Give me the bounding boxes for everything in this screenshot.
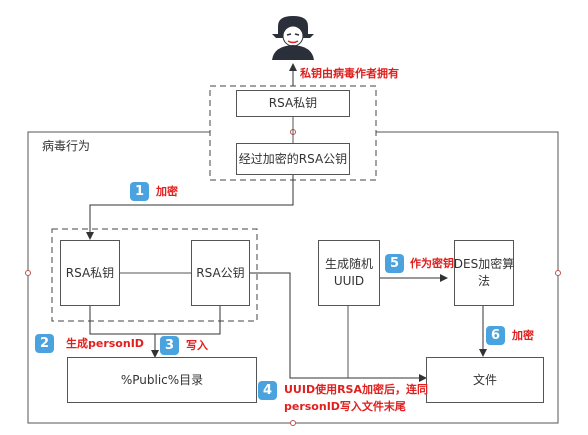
arrow-step2 [89,306,159,358]
generate-uuid-box: 生成随机 UUID [318,240,380,306]
public-directory-box: %Public%目录 [67,357,257,403]
step-badge-4: 4 [258,381,277,400]
arrow-step1 [86,175,294,240]
arrow-step3 [155,306,221,335]
des-algorithm-box: DES加密算 法 [454,240,514,306]
step-badge-6: 6 [486,326,505,345]
rsa-public-key-box: RSA公钥 [191,240,250,306]
private-key-owner-label: 私钥由病毒作者拥有 [300,67,399,80]
step-label-2: 生成personID [66,337,144,350]
key-pair-dashed-group-local [51,228,258,322]
rsa-private-key-top-box: RSA私钥 [236,90,350,117]
arrow-rsa-public-to-file [250,272,427,382]
frame-dot-right [555,270,561,276]
encrypted-rsa-public-key-box: 经过加密的RSA公钥 [236,143,350,175]
frame-dot-left [25,270,31,276]
step-label-3: 写入 [186,339,208,352]
step-badge-1: 1 [130,182,149,201]
step-badge-5: 5 [385,254,404,273]
step-label-5: 作为密钥 [410,257,454,270]
hacker-mask-icon [272,16,314,60]
step-label-6: 加密 [512,329,534,342]
virus-behavior-label: 病毒行为 [42,139,91,153]
file-box: 文件 [426,357,544,403]
step-badge-3: 3 [160,336,179,355]
step-badge-2: 2 [35,334,54,353]
step-label-1: 加密 [156,185,178,198]
rsa-private-key-box: RSA私钥 [60,240,120,306]
frame-dot-bottom [290,420,296,426]
step-label-4: UUID使用RSA加密后，连同 personID写入文件末尾 [284,383,428,413]
